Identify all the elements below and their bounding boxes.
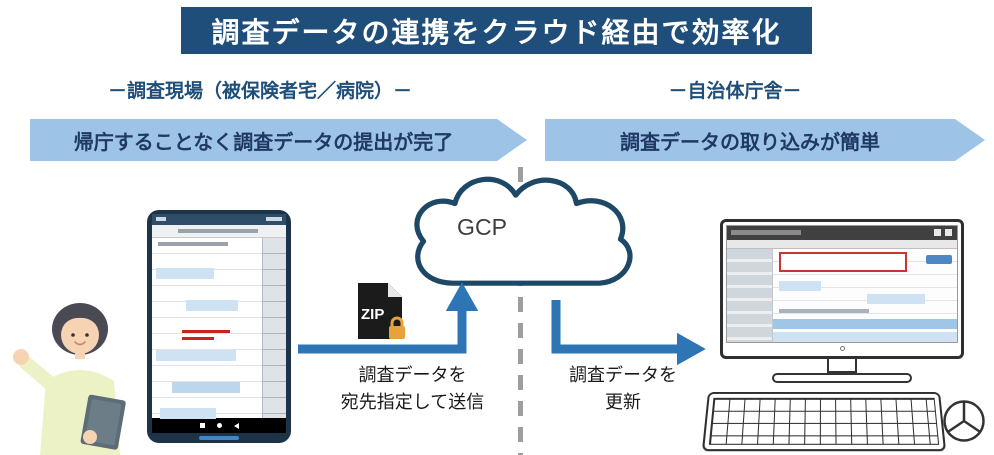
- app-title-bar: [727, 226, 957, 240]
- mock-block: [773, 332, 957, 342]
- mock-block: [182, 330, 230, 333]
- phone-home-indicator: [199, 436, 239, 440]
- monitor-bezel: [726, 343, 958, 353]
- keyboard-keys: [708, 397, 940, 445]
- mock-block: [934, 229, 941, 236]
- nav-back-icon: [233, 422, 239, 429]
- send-caption-line1: 調査データを: [358, 365, 467, 385]
- app-form-mock: [727, 249, 957, 342]
- update-caption-line1: 調査データを: [569, 365, 677, 385]
- survey-app-header: [152, 225, 286, 238]
- mock-block: [160, 408, 216, 419]
- right-step-banner: 調査データの取り込みが簡単: [545, 119, 985, 161]
- left-step-banner: 帰庁することなく調査データの提出が完了: [30, 119, 527, 161]
- admin-app-mock: [726, 225, 958, 343]
- mock-block: [156, 350, 236, 361]
- mock-block: [779, 281, 821, 291]
- zip-file-icon: ZIP: [358, 283, 405, 339]
- desktop-monitor: [720, 219, 964, 383]
- phone-nav-bar: [152, 418, 286, 433]
- nav-circle-icon: [216, 423, 222, 428]
- keyboard-icon: [701, 392, 947, 452]
- power-button-icon: [839, 345, 845, 351]
- mock-block: [182, 337, 214, 340]
- phone-screen: [152, 214, 286, 433]
- download-arrow: [551, 300, 706, 366]
- section-divider: [518, 167, 523, 455]
- surveyor-illustration: [13, 303, 126, 455]
- mock-block: [773, 319, 957, 329]
- nav-square-icon: [199, 423, 205, 428]
- mock-block: [158, 242, 228, 246]
- mock-block: [779, 309, 869, 313]
- zip-label: ZIP: [361, 306, 384, 323]
- mock-block: [731, 230, 801, 235]
- mock-block: [156, 268, 214, 279]
- mock-block: [867, 294, 925, 304]
- mock-block: [172, 382, 240, 393]
- mock-block: [926, 255, 952, 264]
- cloud-label: GCP: [457, 214, 507, 240]
- right-section-header: －自治体庁舎－: [668, 81, 802, 102]
- title-banner: 調査データの連携をクラウド経由で効率化: [181, 7, 812, 54]
- survey-form-mock: [152, 238, 286, 419]
- left-section-header: －調査現場（被保険者宅／病院）－: [107, 81, 412, 102]
- mock-label-column: [727, 249, 773, 342]
- update-caption-line2: 更新: [605, 392, 641, 412]
- mock-highlight-box: [779, 252, 907, 272]
- monitor-stand: [827, 359, 857, 373]
- update-caption: 調査データを 更新: [553, 362, 693, 416]
- monitor-base: [772, 373, 912, 383]
- phone-status-bar: [152, 214, 286, 225]
- app-toolbar: [727, 240, 957, 249]
- send-caption: 調査データを 宛先指定して送信: [315, 362, 510, 416]
- lock-icon: [389, 316, 405, 339]
- cloud-icon: GCP: [414, 176, 633, 286]
- mock-block: [945, 229, 952, 236]
- mock-block: [186, 300, 238, 311]
- monitor-frame: [720, 219, 964, 359]
- mouse-icon: [943, 400, 985, 442]
- page-title: 調査データの連携をクラウド経由で効率化: [211, 16, 782, 48]
- smartphone: [147, 210, 291, 443]
- send-caption-line2: 宛先指定して送信: [340, 392, 485, 412]
- mock-side-column: [262, 238, 286, 418]
